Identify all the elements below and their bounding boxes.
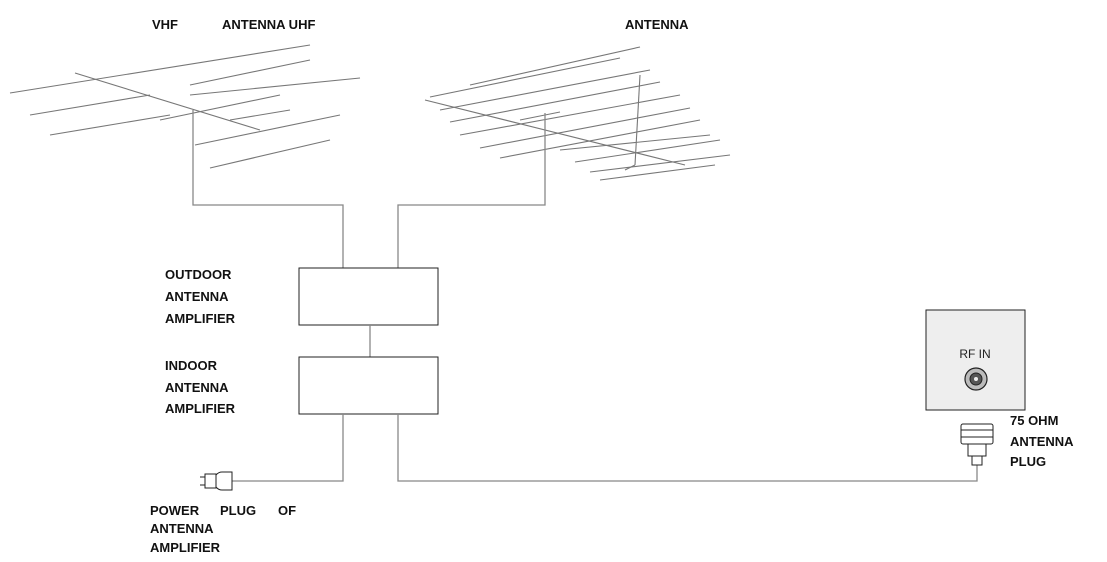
vhf-label: VHF xyxy=(152,17,178,32)
rf-in-panel xyxy=(925,309,1026,411)
indoor-amplifier-label-2: ANTENNA xyxy=(165,380,229,395)
coax-plug-icon xyxy=(960,423,994,466)
outdoor-amplifier-box xyxy=(298,267,439,326)
power-cord xyxy=(232,414,344,482)
antenna-uhf-label: ANTENNA UHF xyxy=(222,17,315,32)
power-plug-icon xyxy=(200,471,233,491)
coax-cable xyxy=(397,414,978,482)
uhf-antenna-icon xyxy=(424,46,731,181)
outdoor-amplifier-label-2: ANTENNA xyxy=(165,289,229,304)
vhf-antenna-icon xyxy=(9,44,361,169)
power-plug-label-word-1: POWER xyxy=(150,503,200,518)
outdoor-amplifier-label-3: AMPLIFIER xyxy=(165,311,236,326)
rf-connector-icon xyxy=(964,367,988,391)
power-plug-label-line-3: AMPLIFIER xyxy=(150,540,221,555)
power-plug-label-word-2: PLUG xyxy=(220,503,256,518)
antenna-feed-wires xyxy=(192,110,546,268)
rf-in-label: RF IN xyxy=(959,347,990,361)
indoor-amplifier-label-3: AMPLIFIER xyxy=(165,401,236,416)
antenna-label: ANTENNA xyxy=(625,17,689,32)
power-plug-label-line-2: ANTENNA xyxy=(150,521,214,536)
ohm-plug-label-1: 75 OHM xyxy=(1010,413,1058,428)
indoor-amplifier-label-1: INDOOR xyxy=(165,358,218,373)
ohm-plug-label-2: ANTENNA xyxy=(1010,434,1074,449)
indoor-amplifier-box xyxy=(298,356,439,415)
power-plug-label-word-3: OF xyxy=(278,503,296,518)
ohm-plug-label-3: PLUG xyxy=(1010,454,1046,469)
outdoor-amplifier-label-1: OUTDOOR xyxy=(165,267,232,282)
